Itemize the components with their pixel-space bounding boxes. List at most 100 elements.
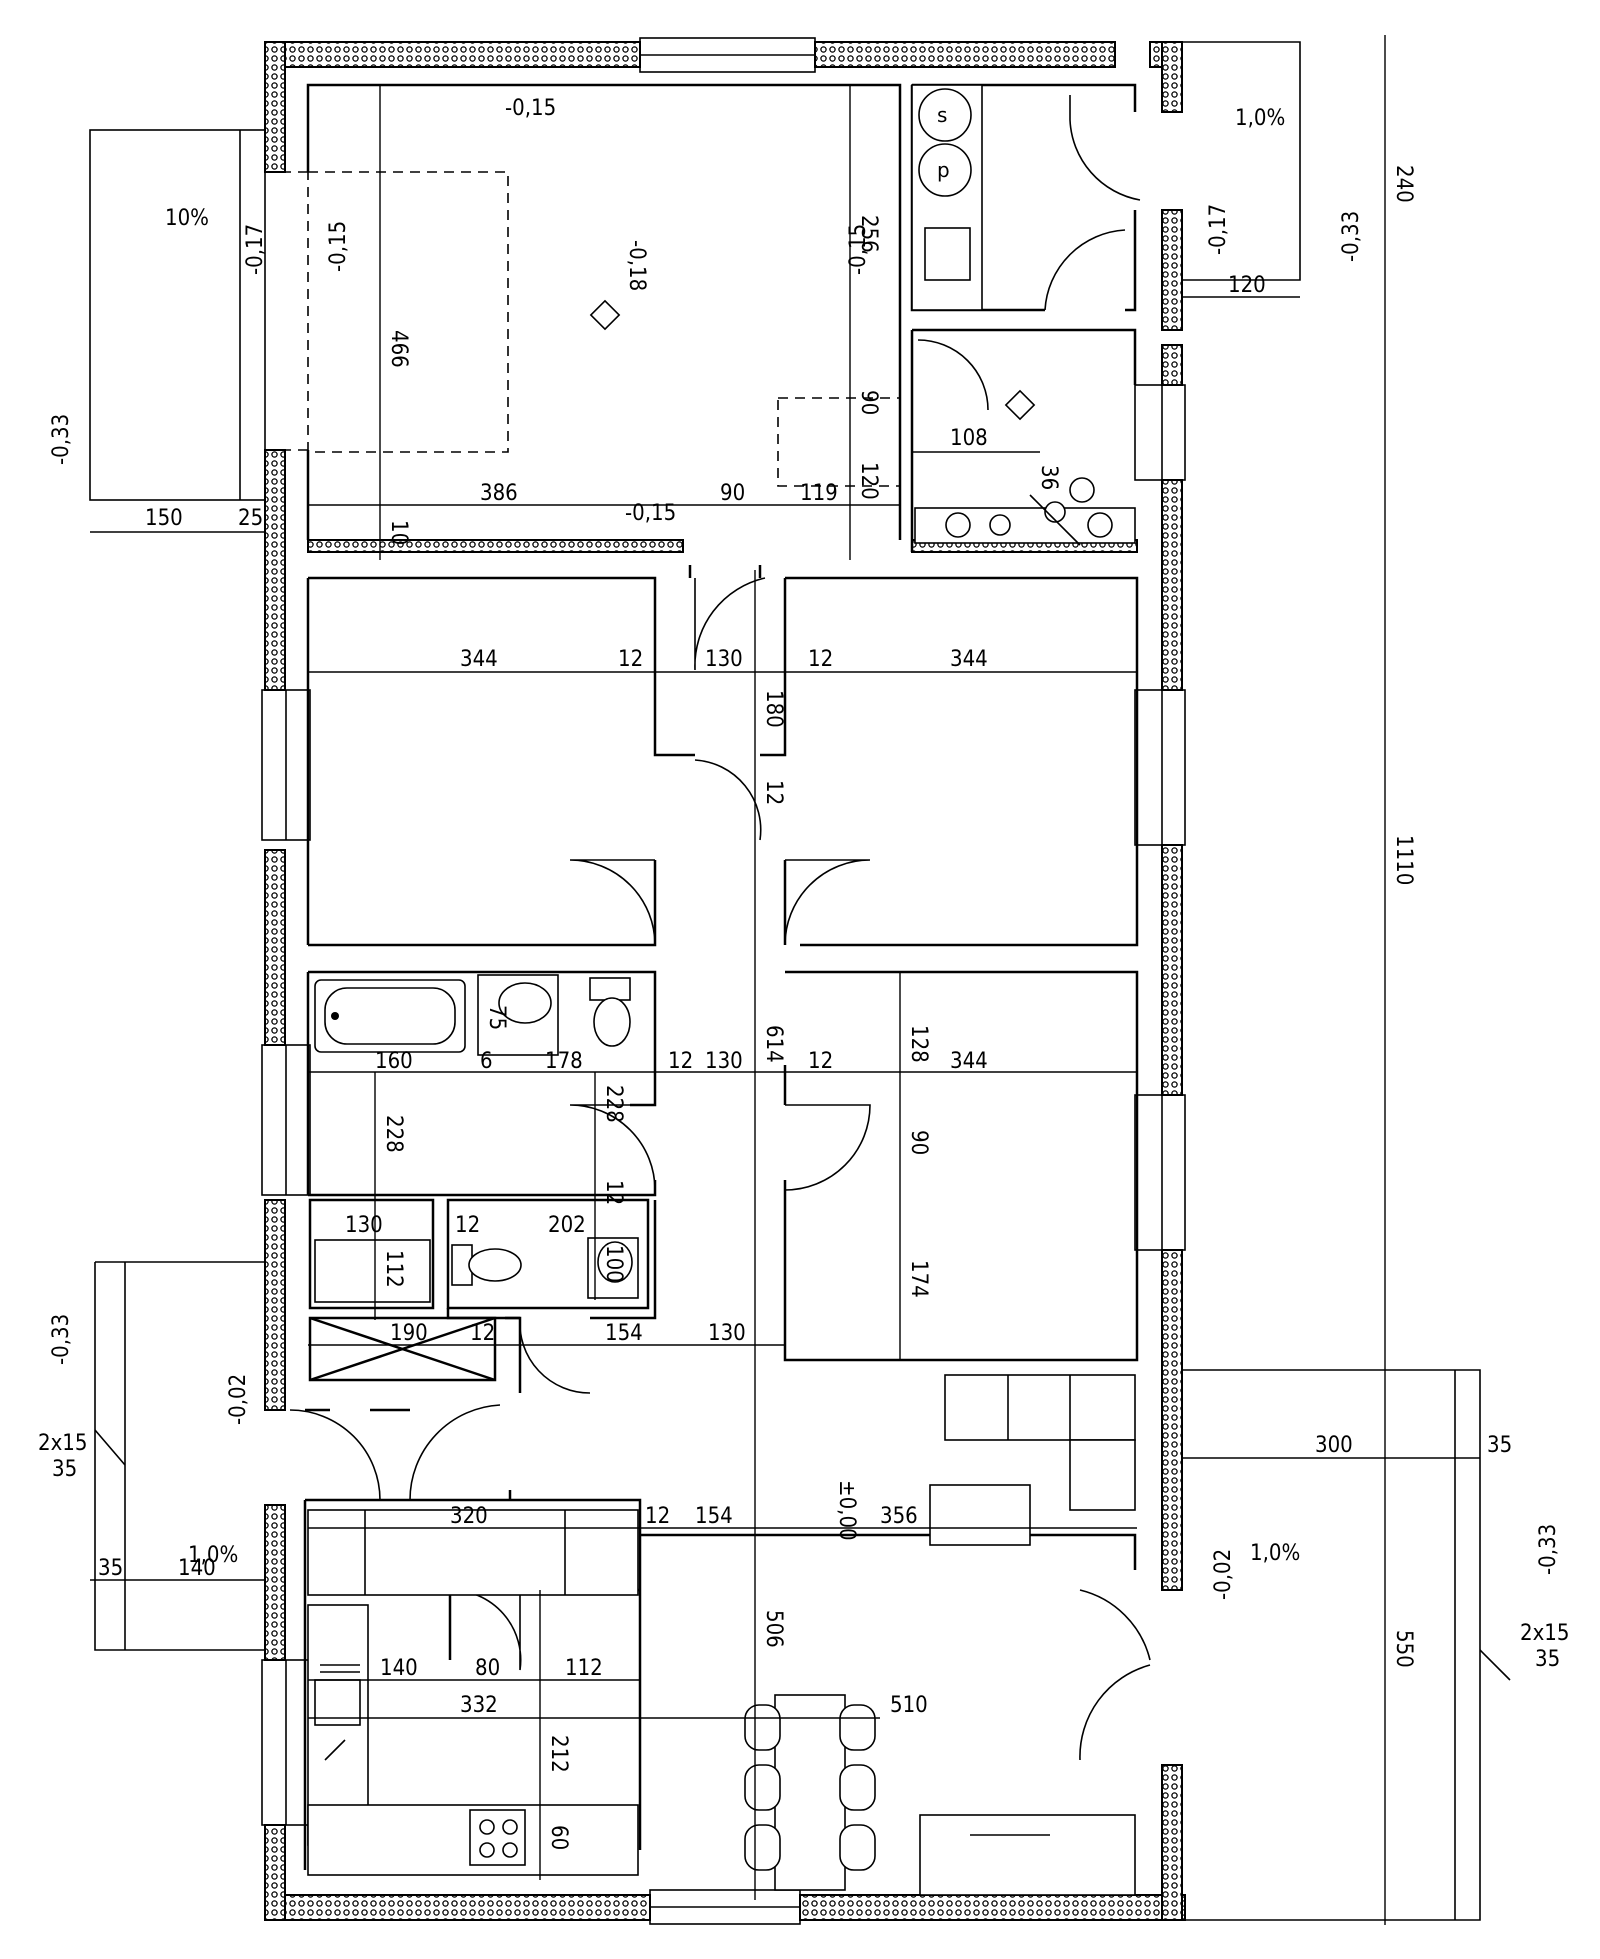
dim-label: 108	[950, 426, 988, 451]
dim-label: 344	[460, 647, 498, 672]
stair-label: 35	[1535, 1647, 1560, 1672]
fixtures: s p	[307, 84, 1136, 1896]
chairs	[744, 1704, 876, 1871]
dim-label: 344	[950, 1049, 988, 1074]
dimension-lines	[90, 35, 1480, 1925]
level-label: -0,15	[505, 96, 556, 121]
dim-label: 12	[808, 647, 833, 672]
dim-label: 130	[705, 647, 743, 672]
dim-label: 130	[708, 1321, 746, 1346]
dim-label: 466	[386, 330, 411, 368]
dim-label: 190	[390, 1321, 428, 1346]
dim-label: 130	[705, 1049, 743, 1074]
dim-label: 240	[1391, 165, 1416, 203]
dim-label: 12	[645, 1504, 670, 1529]
dim-label: 174	[906, 1260, 931, 1298]
dim-label: 154	[695, 1504, 733, 1529]
stair-notes: 2x15 35 2x15 35	[38, 1431, 1569, 1672]
dim-label: 356	[880, 1504, 918, 1529]
level-label: -0,33	[1536, 1524, 1561, 1575]
level-label: ±0,00	[834, 1480, 859, 1541]
dim-label: 202	[548, 1213, 586, 1238]
dim-label: 100	[601, 1245, 626, 1283]
level-label: -0,18	[624, 240, 649, 291]
dim-label: 12	[470, 1321, 495, 1346]
slope-label: 1,0%	[1250, 1541, 1300, 1566]
dim-label: 140	[380, 1656, 418, 1681]
dim-label: 550	[1391, 1630, 1416, 1668]
dim-label: 12	[761, 780, 786, 805]
dim-label: 90	[856, 390, 881, 415]
interior-walls	[303, 83, 1139, 1870]
stair-label: 2x15	[1520, 1621, 1569, 1646]
dim-label: 90	[906, 1130, 931, 1155]
dimension-labels: 386 90 119 466 10 150 25 256 90 120 108 …	[98, 165, 1512, 1850]
dim-label: 160	[375, 1049, 413, 1074]
hob-label-p: p	[937, 158, 950, 182]
slope-marks: 10% 1,0% 1,0% 1,0%	[165, 106, 1300, 1568]
doors	[289, 95, 1151, 1761]
level-label: -0,17	[243, 224, 268, 275]
dim-label: 178	[545, 1049, 583, 1074]
stair-label: 2x15	[38, 1431, 87, 1456]
dim-label: 12	[455, 1213, 480, 1238]
dim-label: 228	[601, 1085, 626, 1123]
terraces	[89, 41, 1511, 1921]
slope-label: 1,0%	[188, 1543, 238, 1568]
dim-label: 332	[460, 1693, 498, 1718]
hob-label-s: s	[937, 103, 947, 127]
level-label: -0,15	[326, 221, 351, 272]
dim-label: 119	[800, 481, 838, 506]
dim-label: 12	[601, 1180, 626, 1205]
stair-label: 35	[52, 1457, 77, 1482]
dim-label: 12	[668, 1049, 693, 1074]
dim-label: 128	[906, 1025, 931, 1063]
dim-label: 150	[145, 506, 183, 531]
level-marks: -0,15 -0,18 -0,15 -0,15 -0,17 -0,15 -0,1…	[49, 96, 1561, 1600]
dim-label: 300	[1315, 1433, 1353, 1458]
dim-label: 212	[546, 1735, 571, 1773]
dim-label: 506	[761, 1610, 786, 1648]
dim-label: 60	[546, 1825, 571, 1850]
dim-label: 90	[720, 481, 745, 506]
dim-label: 10	[386, 520, 411, 545]
dim-label: 320	[450, 1504, 488, 1529]
dim-label: 154	[605, 1321, 643, 1346]
dim-label: 130	[345, 1213, 383, 1238]
dim-label: 12	[808, 1049, 833, 1074]
dim-label: 120	[856, 462, 881, 500]
level-label: -0,33	[49, 414, 74, 465]
exterior-walls	[264, 41, 1186, 1921]
dim-label: 344	[950, 647, 988, 672]
level-label: -0,33	[49, 1314, 74, 1365]
dim-label: 140	[178, 1556, 216, 1581]
level-label: -0,02	[226, 1374, 251, 1425]
dashed-outlines	[265, 171, 901, 487]
dim-label: 36	[1036, 465, 1061, 490]
dim-label: 25	[238, 506, 263, 531]
dim-label: 80	[475, 1656, 500, 1681]
dim-label: 1110	[1391, 835, 1416, 885]
level-label: -0,15	[846, 224, 871, 275]
dim-label: 120	[1228, 273, 1266, 298]
dim-label: 228	[381, 1115, 406, 1153]
dim-label: 112	[565, 1656, 603, 1681]
dim-label: 386	[480, 481, 518, 506]
level-label: -0,02	[1211, 1549, 1236, 1600]
dim-label: 6	[480, 1049, 493, 1074]
windows	[261, 37, 1186, 1925]
floor-drain-icon	[589, 299, 1036, 421]
dim-label: 510	[890, 1693, 928, 1718]
dim-label: 180	[761, 690, 786, 728]
level-label: -0,33	[1339, 211, 1364, 262]
dim-label: 614	[761, 1025, 786, 1063]
dim-label: 12	[618, 647, 643, 672]
dim-label: 256	[856, 215, 881, 253]
slope-label: 10%	[165, 206, 209, 231]
dim-label: 35	[98, 1556, 123, 1581]
dim-label: 112	[381, 1250, 406, 1288]
dim-label: 35	[1487, 1433, 1512, 1458]
level-label: -0,17	[1206, 204, 1231, 255]
slope-label: 1,0%	[1235, 106, 1285, 131]
